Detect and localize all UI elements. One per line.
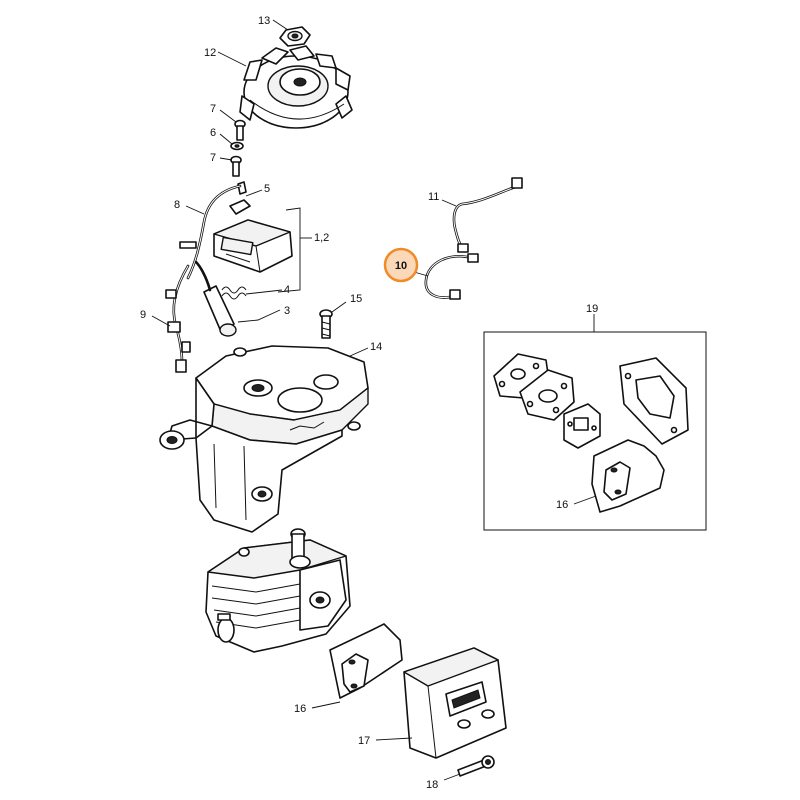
part-9-ground-wire[interactable]: [165, 264, 191, 373]
part-16-gasket[interactable]: [329, 623, 403, 699]
part-13-nut[interactable]: [279, 26, 311, 47]
callout-6: 6: [210, 127, 216, 139]
part-17-muffler[interactable]: [403, 647, 507, 759]
callout-17: 17: [358, 735, 370, 747]
part-7-screw-lower[interactable]: [230, 155, 242, 177]
part-6-washer[interactable]: [230, 141, 244, 151]
callout-7-lower: 7: [210, 152, 216, 164]
callout-19: 19: [586, 303, 598, 315]
callout-3: 3: [284, 305, 290, 317]
engine-block[interactable]: [205, 528, 351, 653]
callout-4: 4: [284, 284, 290, 296]
callout-16-lower: 16: [294, 703, 306, 715]
callout-15: 15: [350, 293, 362, 305]
part-14-fan-housing[interactable]: [159, 345, 369, 533]
callout-10: 10: [395, 260, 407, 272]
callout-13: 13: [258, 15, 270, 27]
part-10-wire[interactable]: [424, 253, 479, 300]
part-15-screw[interactable]: [319, 309, 333, 339]
part-12-flywheel[interactable]: [239, 45, 353, 129]
part-8-wire[interactable]: [179, 184, 242, 280]
part-4-spring[interactable]: [221, 286, 247, 300]
part-18-screw[interactable]: [457, 755, 495, 777]
callout-12: 12: [204, 47, 216, 59]
callout-16-box: 16: [556, 499, 568, 511]
part-7-screw-upper[interactable]: [234, 119, 246, 141]
callout-10-highlight[interactable]: 10: [383, 247, 419, 283]
callout-5: 5: [264, 183, 270, 195]
part-11-wire[interactable]: [452, 177, 523, 253]
callout-18: 18: [426, 779, 438, 791]
part-3-plug-boot[interactable]: [194, 260, 237, 337]
callout-11: 11: [428, 191, 439, 203]
callout-9: 9: [140, 309, 146, 321]
part-1-2-ignition-module[interactable]: [213, 219, 293, 273]
callout-7-upper: 7: [210, 103, 216, 115]
callout-8: 8: [174, 199, 180, 211]
callout-1-2: 1,2: [314, 232, 329, 244]
callout-14: 14: [370, 341, 382, 353]
part-19-gasket-set[interactable]: [483, 331, 707, 531]
